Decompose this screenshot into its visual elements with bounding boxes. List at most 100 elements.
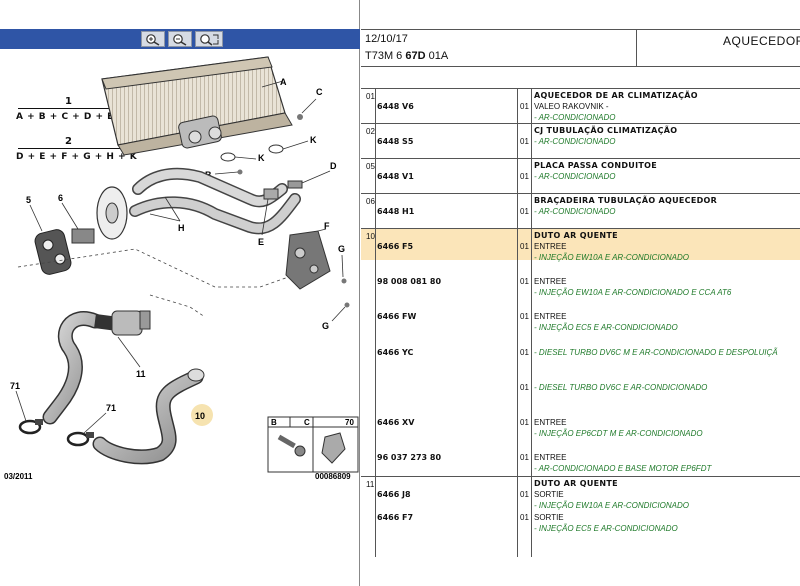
zoom-in-button[interactable]	[141, 31, 165, 47]
part-quantity: 01	[520, 348, 529, 357]
group-index: 02	[366, 127, 375, 136]
part-quantity: 01	[520, 102, 529, 111]
label-11: 11	[136, 369, 146, 379]
part-reference[interactable]: 98 008 081 80	[377, 277, 442, 286]
part-applicability: - AR-CONDICIONADO	[534, 207, 616, 216]
formula-2-number: 2	[65, 136, 72, 147]
parts-header: 12/10/17 T73M 6 67D 01A AQUECEDOR	[361, 29, 800, 67]
image-code: 00086809	[315, 472, 351, 481]
part-quantity: 01	[520, 172, 529, 181]
label-F: F	[324, 221, 330, 231]
group-index: 05	[366, 162, 375, 171]
part-quantity: 01	[520, 277, 529, 286]
heater-pipes	[129, 167, 301, 235]
part-quantity: 01	[520, 312, 529, 321]
heater-core	[101, 56, 293, 156]
grommet-plate	[34, 229, 72, 275]
part-reference[interactable]: 96 037 273 80	[377, 453, 442, 462]
part-reference[interactable]: 6466 F5	[377, 242, 414, 251]
part-reference[interactable]: 6448 V6	[377, 102, 414, 111]
part-reference[interactable]: 6448 V1	[377, 172, 414, 181]
part-applicability: - AR-CONDICIONADO	[534, 137, 616, 146]
hose-10	[92, 368, 205, 465]
part-description: ENTREE	[534, 418, 567, 427]
part-description: ENTREE	[534, 242, 567, 251]
bracket	[285, 230, 331, 290]
label-6: 6	[58, 193, 63, 203]
formula-1-number: 1	[65, 96, 72, 107]
formula-2: D + E + F + G + H + K	[16, 152, 138, 162]
part-applicability: - INJEÇÃO EC5 E AR-CONDICIONADO	[534, 323, 678, 332]
part-description: ENTREE	[534, 312, 567, 321]
hose-11	[42, 310, 151, 425]
part-description: ENTREE	[534, 453, 567, 462]
formula-1-line	[18, 108, 124, 109]
part-reference[interactable]: 6466 YC	[377, 348, 414, 357]
label-5: 5	[26, 195, 31, 205]
date-code: 03/2011	[4, 472, 33, 481]
part-applicability: - DIESEL TURBO DV6C M E AR-CONDICIONADO …	[534, 348, 778, 357]
group-index: 10	[366, 232, 375, 241]
part-quantity: 01	[520, 513, 529, 522]
group-index: 01	[366, 92, 375, 101]
label-H: H	[178, 223, 185, 233]
part-description: SORTIE	[534, 513, 564, 522]
part-applicability: - INJEÇÃO EW10A E AR-CONDICIONADO	[534, 501, 689, 510]
part-reference[interactable]: 6448 S5	[377, 137, 414, 146]
group-title: DUTO AR QUENTE	[534, 231, 618, 240]
label-K-upper: K	[310, 135, 317, 145]
part-applicability: - AR-CONDICIONADO	[534, 172, 616, 181]
part-applicability: - INJEÇÃO EW10A E AR-CONDICIONADO E CCA …	[534, 288, 732, 297]
fastener-inset: B C 70	[267, 416, 359, 473]
label-D: D	[330, 161, 337, 171]
group-index: 06	[366, 197, 375, 206]
part-applicability: - AR-CONDICIONADO	[534, 113, 616, 122]
part-description: ENTREE	[534, 277, 567, 286]
part-quantity: 01	[520, 453, 529, 462]
part-applicability: - AR-CONDICIONADO E BASE MOTOR EP6FDT	[534, 464, 712, 473]
zoom-out-icon	[173, 33, 187, 46]
part-quantity: 01	[520, 242, 529, 251]
group-title: BRAÇADEIRA TUBULAÇÃO AQUECEDOR	[534, 196, 718, 205]
group-index: 11	[366, 480, 375, 489]
group-title: CJ TUBULAÇÃO CLIMATIZAÇÃO	[534, 126, 678, 135]
selected-row-highlight	[361, 229, 800, 260]
label-A: A	[280, 77, 287, 87]
inset-label-B: B	[271, 418, 277, 427]
zoom-toolbar	[0, 29, 360, 49]
part-description: VALEO RAKOVNIK -	[534, 102, 609, 111]
label-10: 10	[195, 411, 205, 421]
label-C: C	[316, 87, 323, 97]
part-group: 02 CJ TUBULAÇÃO CLIMATIZAÇÃO 6448 S5 01 - AR…	[361, 123, 800, 159]
header-date: 12/10/17	[365, 33, 408, 45]
part-reference[interactable]: 6448 H1	[377, 207, 415, 216]
header-model: T73M 6 67D 01A	[365, 50, 449, 62]
part-applicability: - DIESEL TURBO DV6C E AR-CONDICIONADO	[534, 383, 708, 392]
diagram-panel: 1 A + B + C + D + E + K 2 D + E + F + G …	[0, 0, 360, 586]
part-reference[interactable]: 6466 J8	[377, 490, 411, 499]
part-quantity: 01	[520, 383, 529, 392]
part-group: 11 DUTO AR QUENTE 6466 J8 01 SORTIE - INJEÇÃO…	[361, 476, 800, 557]
group-title: DUTO AR QUENTE	[534, 479, 618, 488]
zoom-fit-button[interactable]	[195, 31, 223, 47]
callout-10-highlight	[191, 404, 213, 426]
clamp-71-right	[66, 431, 94, 447]
label-71-left: 71	[10, 381, 20, 391]
zoom-out-button[interactable]	[168, 31, 192, 47]
formula-1: A + B + C + D + E + K	[16, 112, 137, 122]
label-71-right: 71	[106, 403, 116, 413]
label-G-lower: G	[322, 321, 329, 331]
part-quantity: 01	[520, 137, 529, 146]
part-reference[interactable]: 6466 XV	[377, 418, 415, 427]
part-reference[interactable]: 6466 F7	[377, 513, 414, 522]
label-K-lower: K	[258, 153, 265, 163]
part-applicability: - INJEÇÃO EC5 E AR-CONDICIONADO	[534, 524, 678, 533]
page-title: AQUECEDOR	[723, 34, 800, 48]
group-title: PLACA PASSA CONDUITOE	[534, 161, 657, 170]
zoom-in-icon	[146, 33, 160, 46]
part-reference[interactable]: 6466 FW	[377, 312, 417, 321]
part-applicability: - INJEÇÃO EP6CDT M E AR-CONDICIONADO	[534, 429, 703, 438]
